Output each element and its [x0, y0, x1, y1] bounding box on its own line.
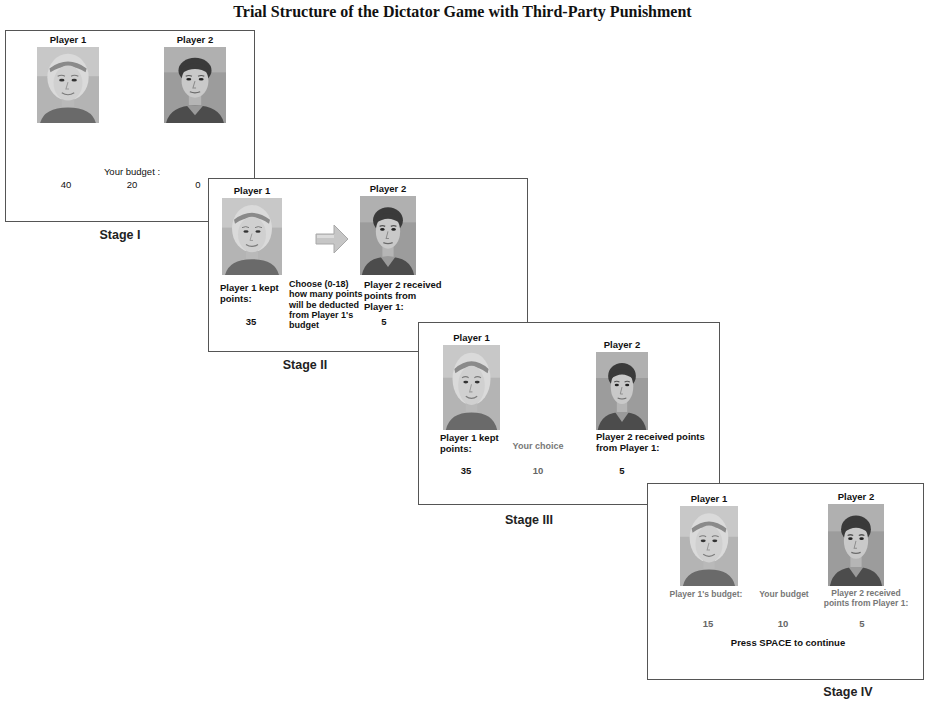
transfer-arrow: [315, 224, 349, 254]
face-photo: [828, 504, 884, 586]
stage-label: Stage II: [260, 358, 350, 372]
budget-label: Your budget :: [87, 167, 177, 178]
face-picture: [360, 196, 416, 275]
player-photo: Player 2: [360, 182, 416, 275]
player-label: Player 1: [37, 33, 99, 47]
face-photo: [164, 47, 226, 123]
stage-label: Stage IV: [803, 685, 893, 699]
kept-label: Player 1 kept points:: [440, 433, 502, 455]
face-picture: [222, 198, 282, 275]
face-picture: [37, 47, 99, 123]
player-photo: Player 1: [680, 492, 738, 586]
score-number: 5: [847, 619, 877, 630]
face-picture: [596, 352, 648, 430]
score-number: 35: [236, 317, 266, 328]
choice-label: Your choice: [503, 441, 573, 451]
face-photo: [596, 352, 648, 430]
score-number: 15: [693, 619, 723, 630]
received-label: Player 2 received points from Player 1:: [823, 589, 909, 609]
stage-screen: Player 1's budget: Your budget Player 2 re…: [647, 483, 924, 680]
score-number: 5: [369, 317, 399, 328]
player-photo: Player 2: [164, 33, 226, 123]
budget-option: 0: [188, 180, 208, 191]
player-photo: Player 1: [37, 33, 99, 123]
player-label: Player 1: [443, 331, 500, 345]
player-photo: Player 2: [828, 490, 884, 586]
player-label: Player 2: [828, 490, 884, 504]
player-photo: Player 1: [222, 184, 282, 275]
player-label: Player 2: [360, 182, 416, 196]
face-picture: [680, 506, 738, 586]
budget-option: 40: [51, 180, 81, 191]
received-label: Player 2 received points from Player 1:: [364, 280, 446, 313]
face-picture: [828, 504, 884, 586]
received-label: Player 2 received points from Player 1:: [596, 432, 706, 454]
face-picture: [164, 47, 226, 123]
kept-label: Player 1 kept points:: [220, 283, 282, 305]
face-photo: [680, 506, 738, 586]
face-photo: [443, 345, 500, 430]
stage-label: Stage III: [484, 513, 574, 527]
player-photo: Player 2: [596, 338, 648, 430]
budget-option: 20: [117, 180, 147, 191]
player-label: Player 2: [596, 338, 648, 352]
stage-label: Stage I: [75, 228, 165, 242]
stage-screen: Player 1 kept points: 35 Your choice 10 Play…: [418, 322, 720, 505]
face-picture: [443, 345, 500, 430]
score-number: 10: [768, 619, 798, 630]
continue-prompt: Press SPACE to continue: [703, 638, 873, 649]
budget-label: Player 1's budget:: [664, 590, 748, 600]
player-label: Player 1: [222, 184, 282, 198]
face-photo: [222, 198, 282, 275]
face-photo: [37, 47, 99, 123]
instruction-text: Choose (0-18) how many points will be de…: [289, 279, 363, 331]
diagram-title: Trial Structure of the Dictator Game wit…: [0, 3, 925, 21]
face-photo: [360, 196, 416, 275]
player-label: Player 2: [164, 33, 226, 47]
score-number: 35: [451, 466, 481, 477]
score-number: 5: [607, 466, 637, 477]
score-number: 10: [523, 466, 553, 477]
player-label: Player 1: [680, 492, 738, 506]
player-photo: Player 1: [443, 331, 500, 430]
budget-label: Your budget: [755, 590, 813, 600]
